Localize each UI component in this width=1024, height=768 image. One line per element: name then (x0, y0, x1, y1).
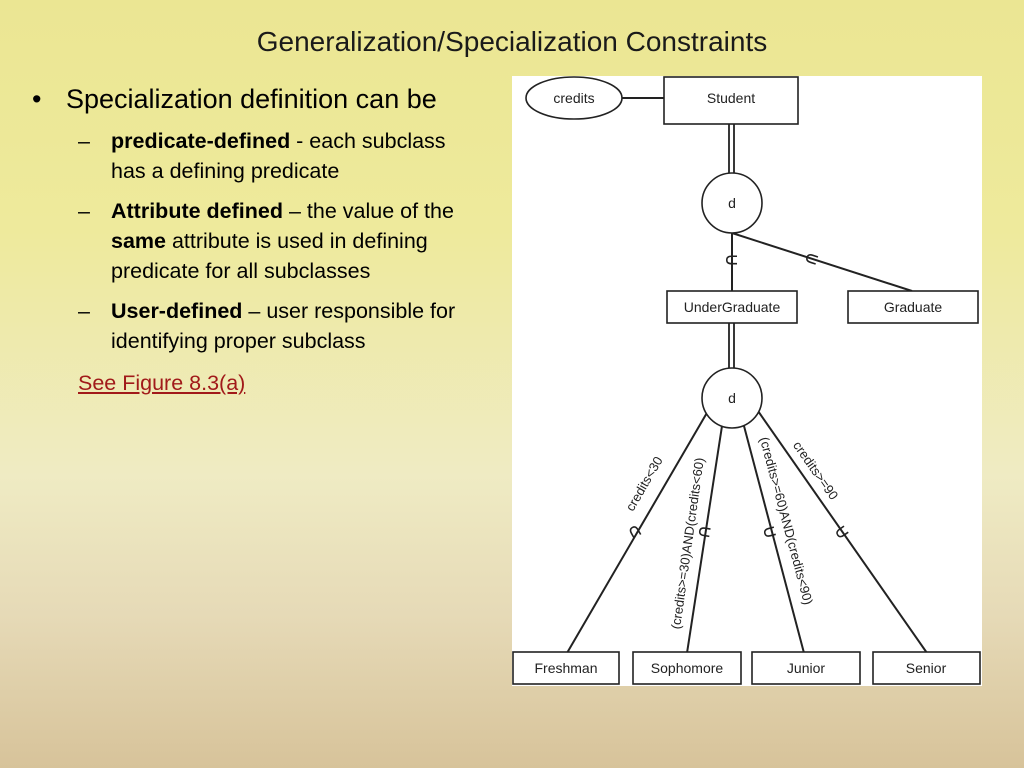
eer-figure: credits Student d ∪ ∪ UnderGraduate Grad… (512, 76, 982, 686)
entity-box (663, 76, 799, 125)
subclass-box-undergraduate (666, 290, 798, 324)
term-user-defined: User-defined (111, 299, 243, 323)
dash-marker: – (78, 199, 90, 223)
sub-bullet-user-defined: – User-defined – user responsible for id… (32, 296, 472, 356)
emph-same: same (111, 229, 166, 253)
subset-icon: ∪ (721, 253, 742, 267)
bullet-main: • Specialization definition can be (32, 82, 472, 116)
line-to-freshman (566, 410, 709, 654)
see-figure-link[interactable]: See Figure 8.3(a) (78, 371, 246, 395)
desc-attribute-defined-b: attribute is used in defining predicate … (111, 229, 428, 283)
line-to-sophomore (686, 425, 723, 654)
desc-predicate-defined: - each subclass has a defining predicate (111, 129, 446, 183)
leaf-label-senior: Senior (906, 660, 947, 676)
desc-attribute-defined-a: – the value of the (283, 199, 454, 223)
bullet-main-text: Specialization definition can be (66, 84, 437, 114)
subclass-label-undergraduate: UnderGraduate (684, 299, 781, 315)
term-predicate-defined: predicate-defined (111, 129, 291, 153)
subset-icon: ∪ (758, 523, 782, 542)
sub-bullet-attribute-defined: – Attribute defined – the value of the s… (32, 196, 472, 286)
leaf-box-freshman (512, 651, 620, 685)
leaf-label-sophomore: Sophomore (651, 660, 724, 676)
leaf-label-freshman: Freshman (534, 660, 597, 676)
subclass-box-graduate (847, 290, 979, 324)
dash-marker: – (78, 129, 90, 153)
leaf-box-senior (872, 651, 981, 685)
attribute-ellipse (525, 76, 623, 120)
leaf-label-junior: Junior (787, 660, 825, 676)
attribute-label: credits (553, 90, 594, 106)
desc-user-defined: – user responsible for identifying prope… (111, 299, 456, 353)
subset-icon: ∪ (829, 521, 854, 544)
dash-marker: – (78, 299, 90, 323)
eer-diagram-svg: credits Student d ∪ ∪ UnderGraduate Grad… (512, 76, 981, 685)
bullet-list: • Specialization definition can be – pre… (32, 82, 472, 398)
leaf-box-sophomore (632, 651, 742, 685)
disjoint-circle-mid (701, 367, 763, 429)
line-to-senior (757, 410, 928, 654)
disjoint-label-mid: d (728, 390, 736, 406)
entity-label: Student (707, 90, 755, 106)
predicate-label-sophomore: (credits>=30)AND(credits<60) (668, 457, 707, 630)
disjoint-circle-top (701, 172, 763, 234)
line-to-junior (743, 425, 805, 654)
slide-title: Generalization/Specialization Constraint… (256, 26, 768, 57)
term-attribute-defined: Attribute defined (111, 199, 283, 223)
leaf-box-junior (751, 651, 861, 685)
subset-icon: ∪ (693, 523, 716, 540)
line-to-graduate (731, 232, 913, 292)
predicate-label-freshman: credits<30 (623, 454, 666, 514)
bullet-dot: • (32, 84, 42, 114)
subclass-label-graduate: Graduate (884, 299, 943, 315)
subset-icon: ∪ (799, 249, 823, 269)
disjoint-label-top: d (728, 195, 736, 211)
sub-bullet-predicate-defined: – predicate-defined - each subclass has … (32, 126, 472, 186)
